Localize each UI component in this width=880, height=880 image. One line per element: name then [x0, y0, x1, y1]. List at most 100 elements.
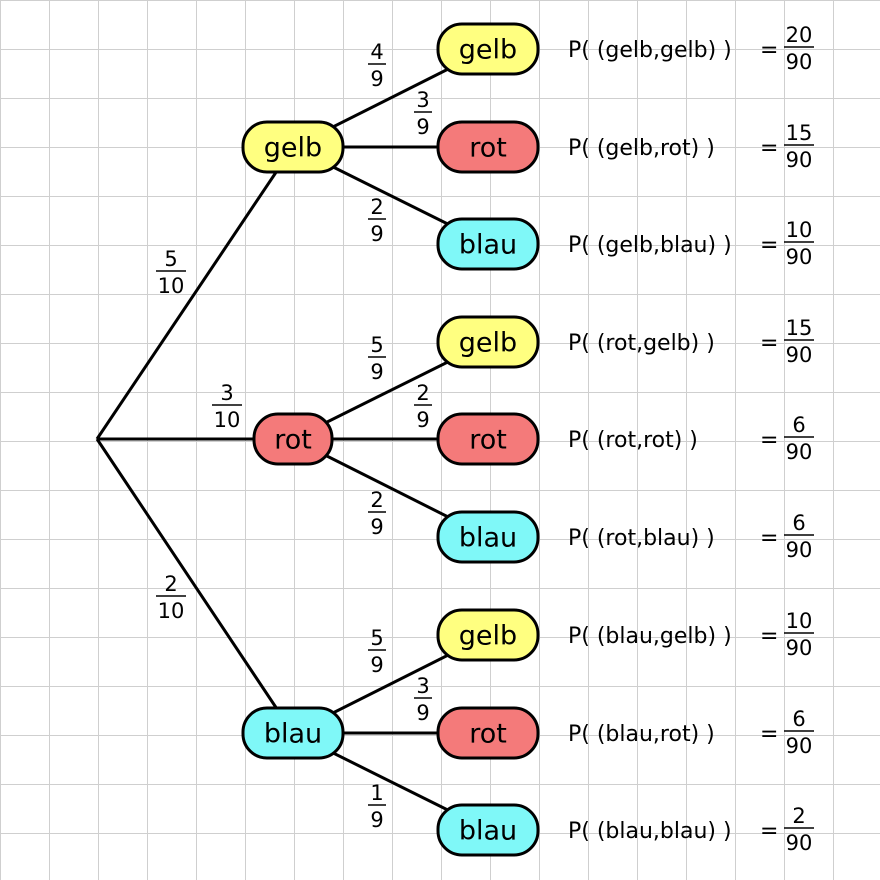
node-rot-box [252, 412, 334, 466]
prob-root-gelb-denominator: 10 [158, 274, 185, 298]
node-gelb-blau: blau [436, 217, 540, 271]
prob-rot-rot-numerator: 2 [416, 381, 429, 405]
nodes: gelbrotblaugelbgelbrotblaurotgelbrotblau… [241, 22, 540, 857]
edge-root-blau [95, 438, 295, 734]
prob-rot-blau-denominator: 9 [370, 515, 383, 539]
result-value-gelb-blau-numerator: 10 [786, 218, 813, 242]
result-rot-rot: P( (rot,rot) ) = [568, 428, 778, 453]
result-label: P( (gelb,gelb) ) [568, 38, 732, 63]
prob-root-rot: 310 [212, 381, 242, 432]
prob-blau-blau-numerator: 1 [370, 781, 383, 805]
equals-sign: = [760, 331, 778, 356]
prob-rot-gelb-numerator: 5 [370, 333, 383, 357]
result-label: P( (blau,blau) ) [568, 819, 732, 844]
equals-sign: = [760, 428, 778, 453]
node-gelb-rot: rot [436, 120, 540, 174]
node-blau-gelb: gelb [436, 608, 540, 662]
result-value-gelb-gelb-numerator: 20 [786, 23, 813, 47]
result-value-rot-blau: 690 [784, 511, 814, 562]
result-value-gelb-gelb-denominator: 90 [786, 50, 813, 74]
result-value-gelb-rot-numerator: 15 [786, 121, 813, 145]
node-blau-gelb-label: gelb [459, 621, 517, 652]
result-gelb-gelb: P( (gelb,gelb) )= [568, 38, 778, 63]
node-rot-gelb: gelb [436, 315, 540, 369]
node-gelb-gelb-label: gelb [459, 35, 517, 66]
result-value-rot-gelb-denominator: 90 [786, 343, 813, 367]
result-rot-gelb: P( (rot,gelb) ) = [568, 331, 778, 356]
result-value-gelb-blau-denominator: 90 [786, 245, 813, 269]
prob-root-blau: 210 [156, 572, 186, 623]
node-blau: blau [241, 706, 345, 760]
result-value-rot-blau-numerator: 6 [792, 511, 805, 535]
node-blau-rot: rot [436, 706, 540, 760]
prob-blau-blau: 19 [368, 781, 386, 832]
prob-blau-rot: 39 [414, 674, 432, 725]
node-blau-rot-label: rot [469, 719, 507, 750]
result-value-blau-gelb-numerator: 10 [786, 609, 813, 633]
prob-root-gelb: 510 [156, 247, 186, 298]
result-value-blau-blau: 290 [784, 804, 814, 855]
node-blau-blau-box [436, 803, 540, 857]
result-label: P( (blau,rot) ) [568, 722, 715, 747]
result-rot-blau: P( (rot,blau) )= [568, 526, 778, 551]
prob-blau-blau-denominator: 9 [370, 808, 383, 832]
prob-gelb-gelb: 49 [368, 40, 386, 91]
result-label: P( (blau,gelb) ) [568, 624, 732, 649]
result-value-blau-gelb-denominator: 90 [786, 636, 813, 660]
prob-gelb-rot: 39 [414, 88, 432, 139]
prob-rot-rot-denominator: 9 [416, 408, 429, 432]
result-value-rot-gelb-numerator: 15 [786, 316, 813, 340]
result-gelb-rot: P( (gelb,rot) )= [568, 136, 778, 161]
prob-gelb-blau-numerator: 2 [370, 195, 383, 219]
result-value-rot-rot: 690 [784, 413, 814, 464]
prob-rot-gelb: 59 [368, 333, 386, 384]
result-label: P( (rot,rot) ) [568, 428, 698, 453]
result-blau-rot: P( (blau,rot) )= [568, 722, 778, 747]
prob-blau-gelb-denominator: 9 [370, 653, 383, 677]
node-gelb-gelb: gelb [436, 22, 540, 76]
node-rot-gelb-box [436, 315, 540, 369]
node-blau-rot-box [436, 706, 540, 760]
prob-gelb-rot-denominator: 9 [416, 115, 429, 139]
result-label: P( (gelb,blau) ) [568, 233, 732, 258]
equals-sign: = [760, 819, 778, 844]
result-value-blau-rot: 690 [784, 707, 814, 758]
node-gelb-box [241, 120, 345, 174]
result-value-blau-blau-denominator: 90 [786, 831, 813, 855]
node-gelb-label: gelb [264, 133, 322, 164]
prob-gelb-gelb-denominator: 9 [370, 67, 383, 91]
equals-sign: = [760, 624, 778, 649]
node-rot-blau: blau [436, 510, 540, 564]
prob-rot-rot: 29 [414, 381, 432, 432]
prob-root-gelb-numerator: 5 [164, 247, 177, 271]
node-gelb-gelb-box [436, 22, 540, 76]
node-rot-rot: rot [436, 412, 540, 466]
prob-root-rot-denominator: 10 [214, 408, 241, 432]
node-rot-rot-box [436, 412, 540, 466]
result-label: P( (rot,gelb) ) [568, 331, 715, 356]
node-rot-rot-label: rot [469, 425, 507, 456]
result-value-rot-blau-denominator: 90 [786, 538, 813, 562]
prob-rot-blau: 29 [368, 488, 386, 539]
prob-rot-gelb-denominator: 9 [370, 360, 383, 384]
prob-blau-rot-denominator: 9 [416, 701, 429, 725]
prob-root-blau-numerator: 2 [164, 572, 177, 596]
result-label: P( (gelb,rot) ) [568, 136, 715, 161]
node-gelb: gelb [241, 120, 345, 174]
prob-rot-blau-numerator: 2 [370, 488, 383, 512]
result-gelb-blau: P( (gelb,blau) )= [568, 233, 778, 258]
node-rot-gelb-label: gelb [459, 328, 517, 359]
node-gelb-blau-label: blau [459, 230, 517, 261]
node-blau-box [241, 706, 345, 760]
node-blau-label: blau [264, 719, 322, 750]
prob-blau-gelb: 59 [368, 626, 386, 677]
node-rot-blau-box [436, 510, 540, 564]
result-value-blau-rot-denominator: 90 [786, 734, 813, 758]
